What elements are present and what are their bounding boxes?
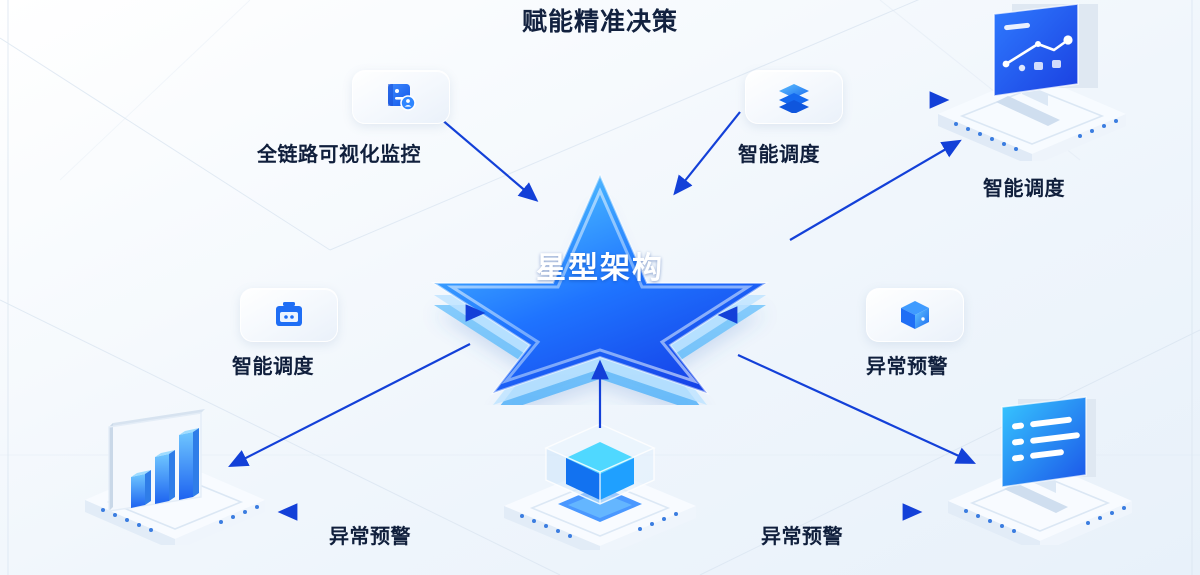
card-label-smart-scheduling-left: 智能调度 [232,356,314,378]
toolbox-icon [272,299,306,331]
layers-icon [776,81,812,113]
device-label-bottom-right: 异常预警 [761,526,843,548]
visual-monitoring-icon [384,80,418,114]
card-smart-scheduling-left[interactable] [240,288,338,342]
device-glass-cube [490,400,710,558]
card-smart-scheduling-top[interactable] [745,70,843,124]
card-label-smart-scheduling-top: 智能调度 [738,144,820,166]
device-label-top-right: 智能调度 [983,178,1065,200]
center-star: 星型架构 [400,165,800,415]
card-visual-monitoring[interactable] [352,70,450,124]
cube-icon [898,298,932,332]
page-title: 赋能精准决策 [521,8,678,36]
device-bar-chart [75,385,280,551]
card-anomaly-alert-right[interactable] [866,288,964,342]
card-label-anomaly-alert-right: 异常预警 [866,356,948,378]
device-monitor-list [940,385,1145,553]
device-label-bottom-left: 异常预警 [329,526,411,548]
card-label-visual-monitoring: 全链路可视化监控 [257,144,421,166]
device-monitor-line-chart [930,0,1135,166]
